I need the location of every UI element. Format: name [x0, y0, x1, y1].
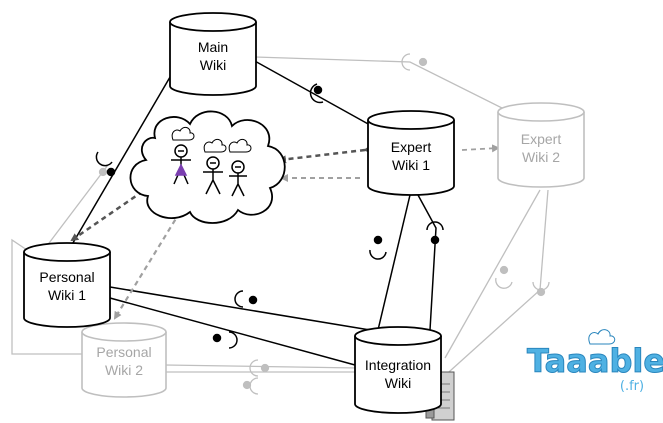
node-label-line2: Wiki — [385, 375, 411, 391]
plug-ball — [373, 235, 383, 245]
plug-ball — [106, 167, 116, 177]
socket — [95, 151, 113, 167]
gray-socket — [532, 281, 550, 291]
node-label-line2: Wiki 2 — [105, 362, 143, 378]
socket — [309, 83, 324, 104]
node-label-line1: Integration — [365, 357, 431, 373]
chef-hat-icon — [203, 138, 227, 153]
gray-plug-ball — [98, 167, 108, 177]
arrow-cloud-personal2 — [113, 204, 187, 320]
link-expert2-to-integration-a — [444, 189, 541, 359]
plug-ball — [212, 333, 222, 343]
inactive-sockets — [98, 53, 550, 395]
chef-hat-icon — [228, 138, 252, 153]
plug-ball — [248, 295, 258, 305]
node-label-line1: Main — [198, 39, 228, 55]
taaable-logo: Taaable (.fr) — [526, 329, 663, 394]
socket — [228, 331, 238, 349]
plug-ball — [313, 85, 323, 95]
db-expert-wiki-2: Expert Wiki 2 — [497, 102, 585, 188]
gray-socket — [249, 359, 259, 377]
node-label-line2: Wiki — [200, 57, 226, 73]
socket — [426, 221, 444, 231]
user-icon — [171, 126, 195, 185]
node-label-line1: Expert — [521, 131, 562, 147]
gray-socket — [495, 277, 513, 289]
gray-plug-ball — [418, 57, 428, 67]
node-label-line1: Expert — [391, 139, 432, 155]
user-icon — [228, 138, 252, 197]
arrow-expert1-cloud — [278, 145, 372, 164]
chef-hat-icon — [171, 126, 195, 141]
active-connectors — [69, 59, 437, 366]
user-highlight — [174, 163, 188, 176]
node-label-line1: Personal — [39, 269, 94, 285]
logo-suffix: (.fr) — [620, 379, 644, 394]
link-main-to-expert2 — [254, 56, 511, 113]
chef-hat-icon — [588, 329, 616, 345]
db-personal-wiki-1: Personal Wiki 1 — [23, 242, 111, 328]
gray-socket — [401, 53, 411, 71]
gray-plug-ball — [260, 363, 270, 373]
node-label-line1: Personal — [96, 344, 151, 360]
node-label-line2: Wiki 2 — [522, 149, 560, 165]
users-cloud — [129, 110, 286, 224]
db-main-wiki: Main Wiki — [169, 12, 257, 96]
arrow-expert1-expert2 — [461, 144, 500, 153]
cloud-shape — [129, 110, 286, 224]
link-expert1-to-integration-b — [417, 194, 437, 331]
node-label-line2: Wiki 1 — [48, 287, 86, 303]
socket — [369, 249, 387, 260]
socket — [234, 290, 244, 308]
node-label-line2: Wiki 1 — [392, 157, 430, 173]
plug-ball — [430, 235, 440, 245]
user-icon — [203, 138, 227, 195]
db-expert-wiki-1: Expert Wiki 1 — [367, 110, 455, 196]
gray-plug-ball — [499, 265, 509, 275]
gray-socket — [249, 377, 259, 395]
db-personal-wiki-2: Personal Wiki 2 — [81, 322, 167, 398]
logo-wordmark: Taaable — [527, 342, 663, 380]
link-main-to-expert1 — [252, 59, 371, 126]
db-integration-wiki: Integration Wiki — [354, 326, 442, 414]
link-expert1-to-integration-a — [377, 194, 411, 331]
